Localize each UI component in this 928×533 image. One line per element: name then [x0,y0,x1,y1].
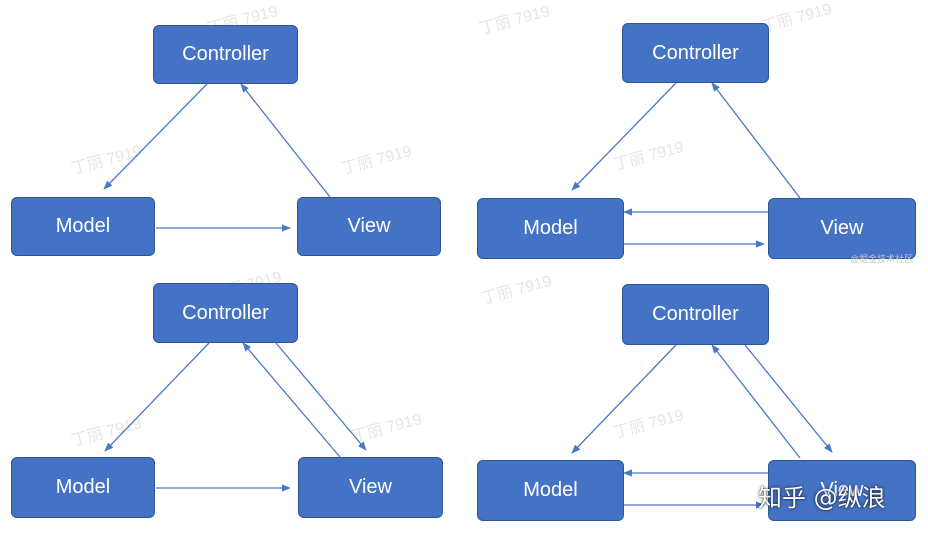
site-watermark: @掘金技术社区 [850,254,914,264]
arrow-controller-to-view [275,342,367,451]
brand-watermark: 知乎 @纵浪 [758,484,886,512]
model-box: Model [11,197,155,256]
arrow-view-to-controller [711,344,801,459]
arrow-controller-to-model [571,82,677,191]
arrow-view-to-controller [240,83,331,198]
view-box: View [297,197,441,256]
controller-box: Controller [153,25,298,84]
controller-box: Controller [622,284,769,345]
arrow-controller-to-model [571,344,677,454]
controller-box: Controller [622,23,769,83]
model-box: Model [11,457,155,518]
model-box: Model [477,460,624,521]
model-box: Model [477,198,624,259]
arrow-view-to-controller [242,342,341,458]
view-box: View [768,198,916,259]
view-box: View [298,457,443,518]
arrow-controller-to-view [744,344,833,453]
arrow-view-to-controller [711,82,801,199]
view-box: View [768,460,916,521]
controller-box: Controller [153,283,298,343]
arrow-controller-to-model [104,342,210,452]
arrow-controller-to-model [103,83,208,190]
